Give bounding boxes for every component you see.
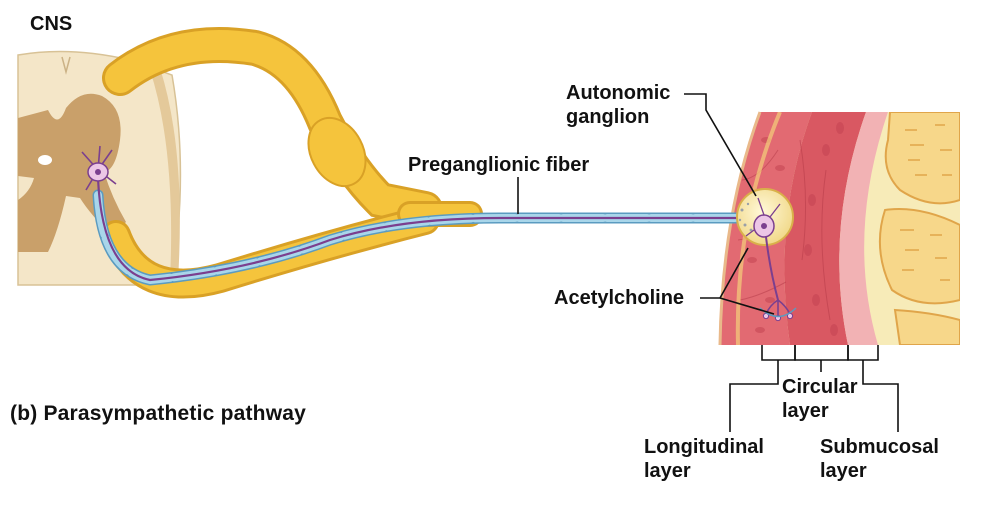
- autonomic-ganglion-label-line1: Autonomic: [566, 82, 671, 104]
- postganglionic-fiber: [759, 236, 797, 322]
- submucosal-layer-label-line2: layer: [820, 460, 867, 482]
- acetylcholine-label: Acetylcholine: [554, 287, 685, 309]
- figure-caption: (b) Parasympathetic pathway: [10, 402, 306, 425]
- submucosal-layer-label-line1: Submucosal: [820, 436, 939, 458]
- autonomic-ganglion-label-line2: ganglion: [566, 106, 650, 128]
- longitudinal-layer-label-line2: layer: [644, 460, 691, 482]
- preganglionic-fiber-label: Preganglionic fiber: [408, 154, 590, 176]
- longitudinal-layer-label-line1: Longitudinal: [644, 436, 764, 458]
- leader-lines: [517, 93, 899, 432]
- dorsal-root-ganglion: [307, 116, 367, 188]
- circular-layer: [784, 112, 866, 345]
- autonomic-ganglion: [736, 188, 794, 246]
- central-canal: [38, 155, 52, 165]
- cns-label: CNS: [30, 13, 73, 35]
- preganglionic-neuron: [81, 145, 117, 191]
- circular-layer-label-line1: Circular: [782, 376, 858, 398]
- submucosal-layer: [839, 112, 888, 345]
- circular-layer-label-line2: layer: [782, 400, 829, 422]
- preganglionic-fiber: [92, 177, 752, 286]
